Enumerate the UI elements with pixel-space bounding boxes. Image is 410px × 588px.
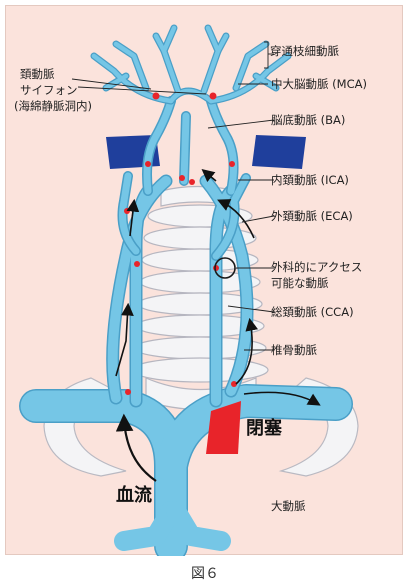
figure-caption: 図６ xyxy=(191,566,219,582)
label-ica: 内頚動脈 (ICA) xyxy=(271,173,349,187)
label-occlusion: 閉塞 xyxy=(246,418,282,439)
label-siphon-1: 頚動脈 xyxy=(20,67,55,81)
label-blood-flow: 血流 xyxy=(116,485,152,506)
label-aorta: 大動脈 xyxy=(271,499,306,513)
label-cca: 総頚動脈 (CCA) xyxy=(271,305,354,319)
cavernous-sinus xyxy=(106,135,306,169)
label-siphon-3: (海綿静脈洞内) xyxy=(14,99,92,113)
label-surgical-1: 外科的にアクセス xyxy=(271,260,363,274)
highlight-spots xyxy=(124,92,237,395)
diagram-figure: 穿通枝細動脈 中大脳動脈 (MCA) 脳底動脈 (BA) 内頚動脈 (ICA) … xyxy=(5,5,403,556)
label-surgical-2: 可能な動脈 xyxy=(271,276,329,290)
vascular-diagram xyxy=(19,24,359,556)
flow-arrows xyxy=(115,168,321,482)
label-mca: 中大脳動脈 (MCA) xyxy=(271,77,367,91)
occlusion-block xyxy=(206,401,241,454)
label-vertebral: 椎骨動脈 xyxy=(271,343,317,357)
leader-lines xyxy=(71,41,275,351)
surgical-access-marker xyxy=(214,257,236,279)
label-siphon-2: サイフォン xyxy=(20,83,78,97)
label-ba: 脳底動脈 (BA) xyxy=(271,113,346,127)
label-eca: 外頚動脈 (ECA) xyxy=(271,209,353,223)
label-perforating: 穿通枝細動脈 xyxy=(270,44,339,58)
arteries xyxy=(19,24,353,556)
